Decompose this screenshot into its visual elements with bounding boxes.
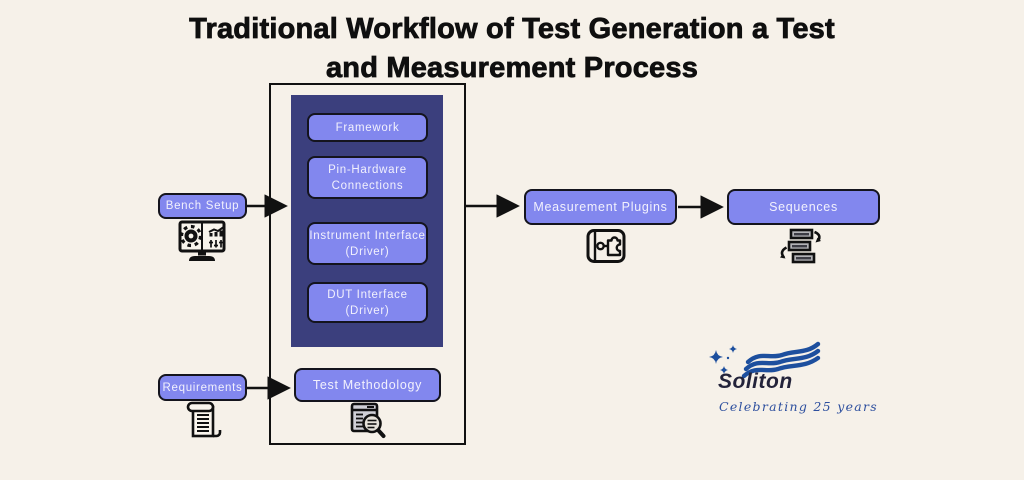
node-requirements-label: Requirements xyxy=(162,381,243,394)
node-instrument-line1: Instrument Interface xyxy=(309,229,426,242)
document-magnifier-icon xyxy=(350,402,386,438)
node-requirements: Requirements xyxy=(158,374,247,401)
page-title: Traditional Workflow of Test Generation … xyxy=(0,10,1024,88)
node-bench-setup-label: Bench Setup xyxy=(165,200,240,212)
page-title-line2: and Measurement Process xyxy=(325,52,699,85)
logo-brand-text: Soliton xyxy=(718,370,793,393)
node-bench-setup: Bench Setup xyxy=(158,193,247,219)
node-measurement-plugins-label: Measurement Plugins xyxy=(533,200,668,214)
node-dut-line2: (Driver) xyxy=(345,304,390,317)
node-pin-hardware-line2: Connections xyxy=(331,179,404,192)
node-dut-line1: DUT Interface xyxy=(327,288,408,301)
workflow-container-frame xyxy=(269,83,466,445)
sequence-loop-icon xyxy=(780,228,821,264)
node-test-methodology-label: Test Methodology xyxy=(312,378,423,392)
monitor-gear-chart-icon xyxy=(178,220,226,261)
soliton-waves-sparkles-icon xyxy=(709,341,821,379)
node-measurement-plugins: Measurement Plugins xyxy=(524,189,677,225)
page-title-line1: Traditional Workflow of Test Generation … xyxy=(189,13,835,46)
node-framework-label: Framework xyxy=(335,121,400,134)
node-sequences: Sequences xyxy=(727,189,880,225)
node-sequences-label: Sequences xyxy=(769,200,838,214)
node-test-methodology: Test Methodology xyxy=(294,368,441,402)
node-instrument-line2: (Driver) xyxy=(345,245,390,258)
node-instrument-interface: Instrument Interface (Driver) xyxy=(307,222,428,265)
scroll-document-icon xyxy=(186,401,222,438)
node-pin-hardware-line1: Pin-Hardware xyxy=(328,163,407,176)
node-pin-hardware-connections: Pin-Hardware Connections xyxy=(307,156,428,199)
node-dut-interface: DUT Interface (Driver) xyxy=(307,282,428,323)
logo-tagline-text: Celebrating 25 years xyxy=(719,399,879,414)
plugin-puzzle-icon xyxy=(586,229,626,263)
node-framework: Framework xyxy=(307,113,428,142)
